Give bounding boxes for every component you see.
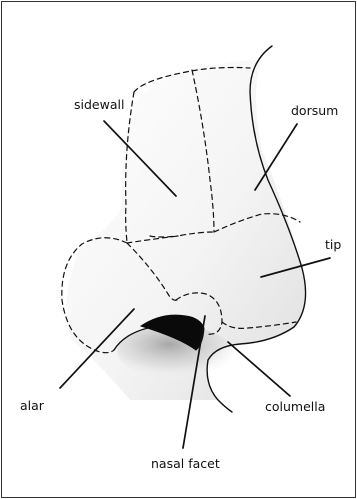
label-alar: alar [20, 398, 45, 413]
label-tip: tip [325, 237, 341, 252]
label-dorsum: dorsum [291, 103, 338, 118]
label-columella: columella [265, 399, 325, 414]
columella-leader [228, 342, 290, 396]
label-sidewall: sidewall [74, 97, 124, 112]
label-nasal-facet: nasal facet [151, 456, 220, 471]
